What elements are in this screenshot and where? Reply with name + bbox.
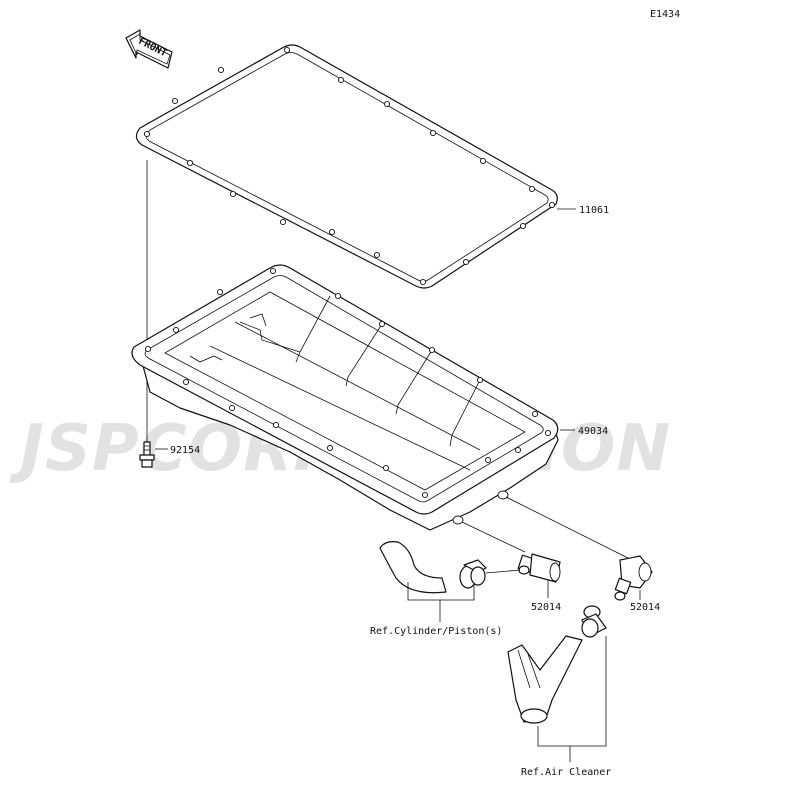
ref-air-cleaner-label: Ref.Air Cleaner: [521, 767, 611, 778]
gasket-part: [135, 44, 558, 289]
fitting-left-guide: [461, 521, 526, 553]
ref-cylinder-label: Ref.Cylinder/Piston(s): [370, 626, 502, 637]
fitting-right-part: [614, 555, 653, 601]
gasket-bolt-holes: [143, 46, 556, 286]
bolt-part: [139, 441, 155, 468]
gasket-callout: 11061: [579, 205, 609, 216]
diagram-id: E1434: [650, 9, 680, 20]
fitting-right-guide: [505, 496, 629, 559]
fitting-left-callout: 52014: [531, 602, 561, 613]
bolt-callout: 92154: [170, 445, 200, 456]
oil-pan-part: [131, 264, 559, 531]
front-arrow-icon: FRONT: [125, 29, 173, 69]
fitting-left-part: [517, 553, 561, 583]
oil-pan-bolt-holes: [144, 267, 552, 499]
oil-pan-callout: 49034: [578, 426, 608, 437]
fitting-right-callout: 52014: [630, 602, 660, 613]
ref-cylinder-bracket: [407, 582, 475, 622]
ref-air-cleaner-bracket: [537, 636, 607, 762]
hose-right-part: [507, 605, 607, 724]
hose-left-part: [379, 541, 521, 594]
